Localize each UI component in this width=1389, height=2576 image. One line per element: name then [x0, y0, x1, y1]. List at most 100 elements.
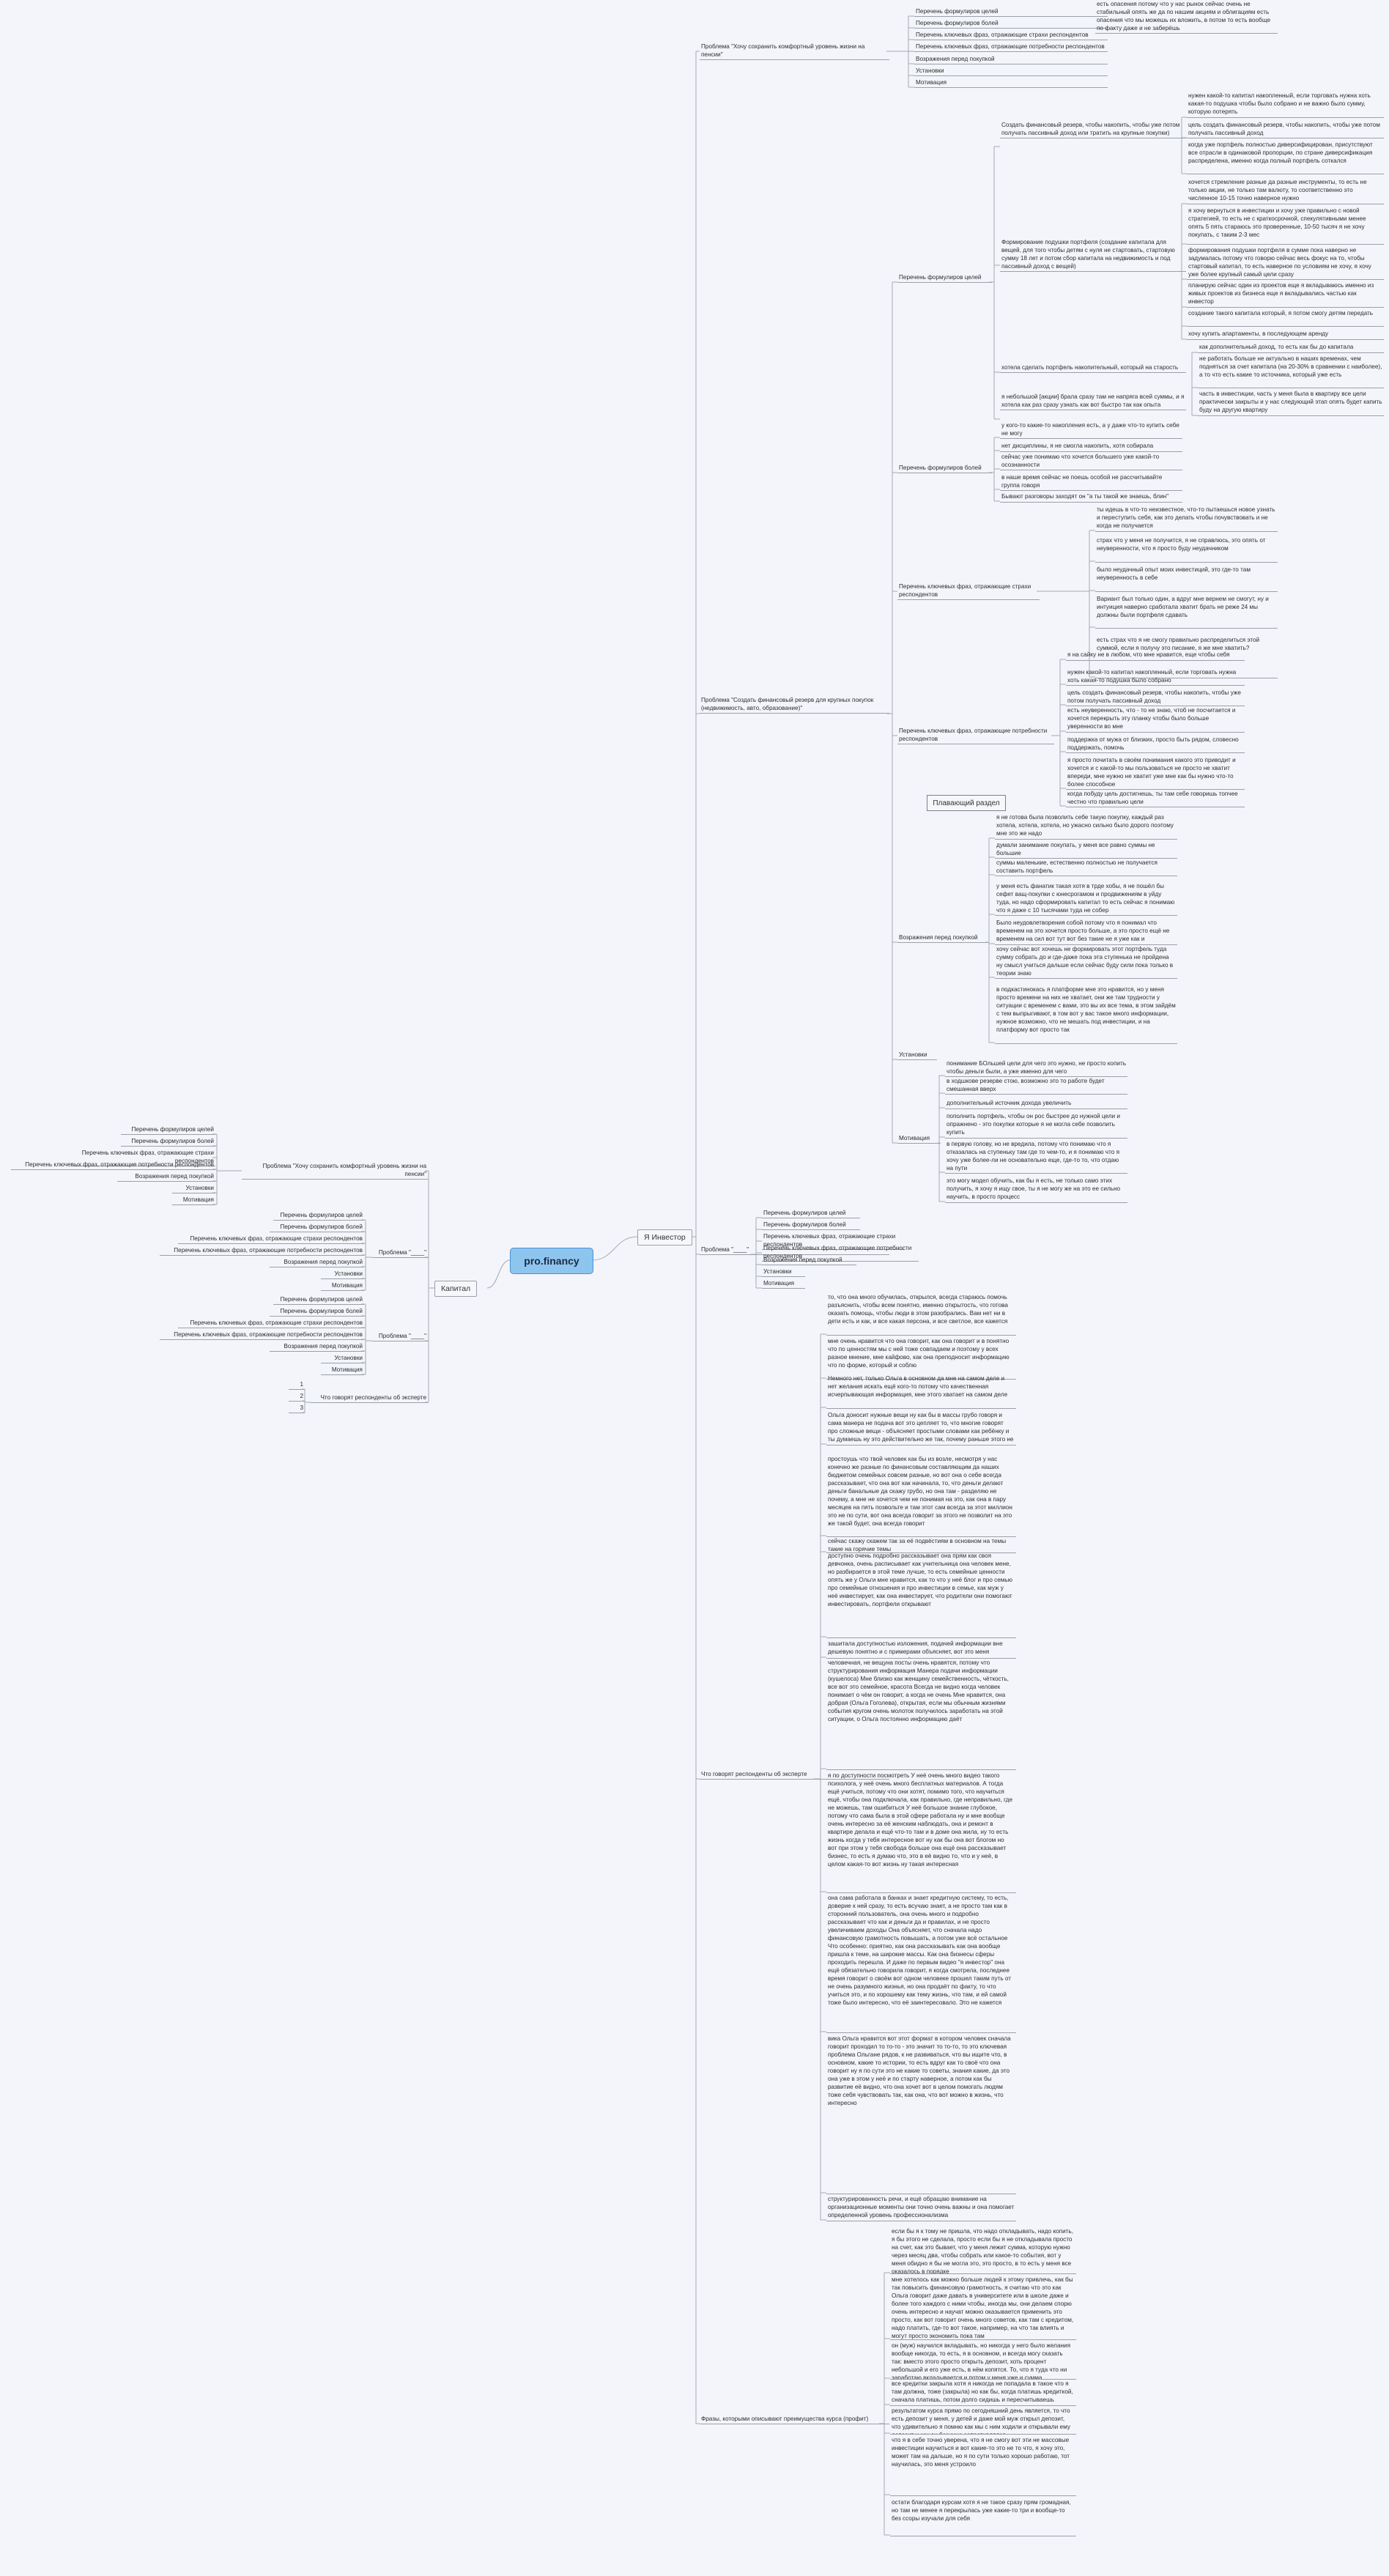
expert-quote[interactable]: структурированность речи, и ещё обращаю …	[826, 2195, 1016, 2221]
leaf-node[interactable]: это могу модел обучить, как бы я есть, н…	[945, 1177, 1127, 1203]
leaf-node[interactable]: понимание БОльшей цели для чего это нужн…	[945, 1059, 1127, 1077]
leaf-node[interactable]: хочется стремление разные да разные инст…	[1187, 178, 1384, 204]
benefit-quote[interactable]: он (муж) научился вкладывать, но никогда…	[890, 2342, 1076, 2380]
leaf-node[interactable]: я не готова была позволить себе такую по…	[995, 813, 1177, 840]
kap-item[interactable]: Установки	[321, 1354, 364, 1363]
expert-quote[interactable]: то, что она много обучилась, открылся, в…	[826, 1293, 1016, 1336]
kap-item[interactable]: Мотивация	[321, 1366, 364, 1375]
leaf-node[interactable]: хочу сейчас вот хочешь не формировать эт…	[995, 945, 1177, 979]
expert-quote[interactable]: вика Ольга нравится вот этот формат в ко…	[826, 2035, 1016, 2194]
leaf-node[interactable]: как дополнительный доход, то есть как бы…	[1198, 343, 1384, 353]
leaf-node[interactable]: сейчас уже понимаю что хочется большего …	[1000, 453, 1182, 470]
p1-item[interactable]: Мотивация	[914, 78, 1108, 88]
leaf-node[interactable]: дополнительный источник дохода увеличить	[945, 1099, 1127, 1109]
expert-quote[interactable]: простоушь что твой человек как бы из воз…	[826, 1455, 1016, 1537]
kap-item[interactable]: Перечень ключевых фраз, отражающие потре…	[160, 1246, 364, 1256]
leaf-node[interactable]: у меня есть фанатик такая хотя в трде хо…	[995, 882, 1177, 916]
leaf-node[interactable]: в наше время сейчас не поешь особой не р…	[1000, 473, 1182, 491]
goal-node[interactable]: хотела сделать портфель накопительный, к…	[1000, 363, 1186, 373]
floating-topic[interactable]: Плавающий раздел	[927, 795, 1006, 811]
leaf-node[interactable]: ты идешь в что-то неизвестное, что-то пы…	[1095, 506, 1278, 532]
kap-item[interactable]: Перечень формулиров целей	[121, 1125, 215, 1135]
kap-item[interactable]: Установки	[321, 1270, 364, 1279]
p2-subtopic[interactable]: Перечень формулиров болей	[897, 464, 992, 473]
leaf-node[interactable]: цель создать финансовый резерв, чтобы на…	[1187, 121, 1384, 138]
benefit-quote[interactable]: если бы я к тому не пришла, что надо отк…	[890, 2227, 1076, 2274]
kapital-problem[interactable]: Проблема "Хочу сохранить комфортный уров…	[242, 1162, 428, 1180]
kap-expert-item[interactable]: 3	[289, 1404, 305, 1413]
leaf-node[interactable]: есть страх что я не смогу правильно расп…	[1095, 636, 1278, 678]
root-topic[interactable]: pro.financy	[510, 1248, 593, 1274]
leaf-node[interactable]: поддержка от мужа от близких, просто быт…	[1066, 736, 1245, 753]
leaf-node[interactable]: цель создать финансовый резерв, чтобы на…	[1066, 689, 1245, 706]
p2-subtopic[interactable]: Перечень формулиров целей	[897, 273, 992, 283]
kapital-problem[interactable]: Проблема "____"	[372, 1248, 428, 1258]
investor-problem[interactable]: Фразы, которыми описывают преимущества к…	[700, 2415, 889, 2424]
p2-subtopic[interactable]: Перечень ключевых фраз, отражающие страх…	[897, 582, 1040, 600]
expert-quote[interactable]: я по доступности посмотреть У неё очень …	[826, 1772, 1016, 1893]
leaf-node[interactable]: формирования подушки портфеля в сумме по…	[1187, 246, 1384, 280]
kap-item[interactable]: Перечень ключевых фраз, отражающие страх…	[73, 1149, 215, 1166]
investor-problem[interactable]: Проблема "Создать финансовый резерв для …	[700, 696, 889, 714]
p3-item[interactable]: Перечень формулиров целей	[762, 1209, 860, 1218]
leaf-node[interactable]: пополнить портфель, чтобы он рос быстрее…	[945, 1112, 1127, 1139]
benefit-quote[interactable]: остати благодаря курсам хотя я не такое …	[890, 2498, 1076, 2536]
kap-item[interactable]: Возражения перед покупкой	[117, 1172, 215, 1182]
expert-quote[interactable]: Немного нет, только Ольга в основном да …	[826, 1374, 1016, 1409]
leaf-node[interactable]: в подкастинокась я платформе мне это нра…	[995, 985, 1177, 1044]
goal-node[interactable]: Формирование подушки портфеля (создание …	[1000, 238, 1186, 272]
p1-item[interactable]: Возражения перед покупкой	[914, 55, 1108, 64]
expert-quote[interactable]: зашитала доступностью изложения, подачей…	[826, 1640, 1016, 1659]
kap-item[interactable]: Перечень формулиров целей	[273, 1295, 364, 1305]
p1-item[interactable]: Установки	[914, 67, 1108, 76]
benefit-quote[interactable]: результатом курса прямо по сегодняшний д…	[890, 2407, 1076, 2435]
leaf-node[interactable]: я просто почитать в своём понимания како…	[1066, 756, 1245, 790]
kap-item[interactable]: Установки	[172, 1184, 215, 1193]
kap-item[interactable]: Возражения перед покупкой	[270, 1258, 364, 1267]
investor-problem[interactable]: Проблема "____"	[700, 1246, 889, 1255]
branch-kapital[interactable]: Капитал	[434, 1281, 478, 1297]
expert-quote[interactable]: она сама работала в банках и знает креди…	[826, 1894, 1016, 2033]
kap-item[interactable]: Мотивация	[321, 1281, 364, 1291]
leaf-node[interactable]: было неудачный опыт моих инвестиций, это…	[1095, 566, 1278, 592]
kap-item[interactable]: Возражения перед покупкой	[270, 1342, 364, 1352]
kap-item[interactable]: Перечень формулиров болей	[121, 1137, 215, 1147]
leaf-node[interactable]: нужен какой-то капитал накопленный, если…	[1066, 668, 1245, 686]
kap-item[interactable]: Перечень ключевых фраз, отражающие страх…	[178, 1319, 364, 1328]
leaf-node[interactable]: когда побуду цель достигнешь, ты там себ…	[1066, 790, 1245, 807]
kapital-problem[interactable]: Что говорят респонденты об эксперте	[311, 1394, 428, 1403]
expert-quote[interactable]: человечная, не вещуна посты очень нравят…	[826, 1659, 1016, 1770]
leaf-node[interactable]: нужен какой-то капитал накопленный, если…	[1187, 92, 1384, 118]
expert-quote[interactable]: доступно очень подробно рассказывает она…	[826, 1552, 1016, 1638]
leaf-node[interactable]: создание такого капитала который, я пото…	[1187, 309, 1384, 327]
p3-item[interactable]: Перечень ключевых фраз, отражающие страх…	[762, 1232, 904, 1250]
leaf-node[interactable]: суммы маленькие, естественно полностью н…	[995, 859, 1177, 876]
leaf-node[interactable]: Вариант был только один, а вдруг мне вер…	[1095, 595, 1278, 629]
p3-item[interactable]: Мотивация	[762, 1279, 805, 1289]
leaf-node[interactable]: Было неудовлетворения собой потому что я…	[995, 919, 1177, 945]
leaf-node[interactable]: не работать больше не актуально в наших …	[1198, 355, 1384, 388]
kap-item[interactable]: Перечень формулиров болей	[270, 1223, 364, 1232]
leaf-node[interactable]: есть неуверенность, что - то не знаю, чт…	[1066, 706, 1245, 733]
leaf-node[interactable]: в первую голову, но не вредила, потому ч…	[945, 1140, 1127, 1174]
p1-item[interactable]: Перечень ключевых фраз, отражающие потре…	[914, 42, 1108, 52]
p3-item[interactable]: Установки	[762, 1267, 805, 1277]
leaf-node[interactable]: думали занимание покупать, у меня все ра…	[995, 841, 1177, 859]
leaf-node[interactable]: когда уже портфель полностью диверсифици…	[1187, 141, 1384, 174]
benefit-quote[interactable]: что я в себе точно уверена, что я не смо…	[890, 2436, 1076, 2496]
kap-item[interactable]: Перечень формулиров болей	[270, 1307, 364, 1317]
branch-investor[interactable]: Я Инвестор	[637, 1229, 692, 1246]
kap-item[interactable]: Перечень ключевых фраз, отражающие страх…	[178, 1235, 364, 1244]
p3-item[interactable]: Перечень формулиров болей	[762, 1221, 860, 1230]
kap-item[interactable]: Перечень ключевых фраз, отражающие потре…	[11, 1161, 215, 1170]
leaf-node[interactable]: хочу купить апартаменты, в последующем а…	[1187, 330, 1384, 340]
kap-item[interactable]: Мотивация	[172, 1196, 215, 1205]
p2-subtopic[interactable]: Возражения перед покупкой	[897, 933, 988, 943]
investor-problem[interactable]: Проблема "Хочу сохранить комфортный уров…	[700, 42, 889, 60]
expert-quote[interactable]: Ольга доносит нужные вещи ну как бы в ма…	[826, 1411, 1016, 1446]
expert-quote[interactable]: мне очень нравится что она говорит, как …	[826, 1337, 1016, 1380]
p1-item[interactable]: Перечень ключевых фраз, отражающие страх…	[914, 31, 1108, 40]
leaf-node[interactable]: я хочу вернуться в инвестиции и хочу уже…	[1187, 207, 1384, 245]
leaf-node[interactable]: я на сайку не в любом, что мне нравится,…	[1066, 651, 1245, 661]
benefit-quote[interactable]: все кредитки закрыла хотя я никогда не п…	[890, 2380, 1076, 2406]
